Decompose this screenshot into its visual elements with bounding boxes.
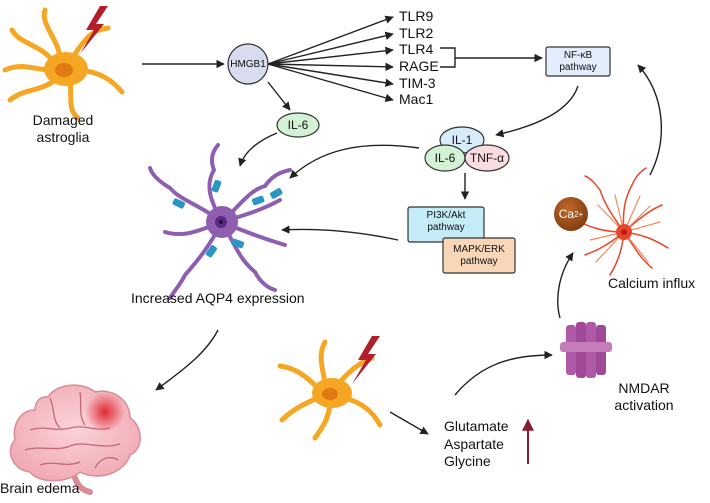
amino-glycine: Glycine xyxy=(444,453,491,469)
receptor-rage: RAGE xyxy=(399,58,439,74)
mapk-box xyxy=(442,237,516,274)
il1-label: IL-1 xyxy=(451,133,473,147)
calcium-ion xyxy=(554,197,588,231)
receptor-mac1: Mac1 xyxy=(399,91,434,107)
calcium-cell xyxy=(579,167,669,276)
receptor-tim3: TIM-3 xyxy=(399,75,436,91)
astroglia-cell-bottom xyxy=(277,339,383,441)
pi3k-label: PI3K/Akt pathway xyxy=(426,210,466,233)
brain-edema-label: Brain edema xyxy=(0,480,80,496)
il6-label: IL-6 xyxy=(434,151,456,165)
lightning-icon xyxy=(352,336,380,384)
tnf-node xyxy=(464,144,510,172)
calcium-charge-text: 2+ xyxy=(574,209,584,219)
calcium-ion-text: Ca xyxy=(558,207,575,221)
neuron-aqp4 xyxy=(148,143,292,300)
amino-aspartate: Aspartate xyxy=(444,436,504,452)
receptor-tlr4: TLR4 xyxy=(399,41,434,57)
aqp4-label: Increased AQP4 expression xyxy=(131,290,305,306)
tnf-label: TNF-α xyxy=(469,151,505,165)
lightning-icon xyxy=(80,6,108,54)
damaged-astroglia-label: Damaged astroglia xyxy=(32,112,94,145)
mapk-label: MAPK/ERK pathway xyxy=(453,243,505,267)
arrows xyxy=(142,15,663,435)
receptor-tlr9: TLR9 xyxy=(399,8,434,24)
hmgb1-label: HMGB1 xyxy=(230,58,266,70)
il6-small-node xyxy=(276,112,320,138)
calcium-influx-label: Calcium influx xyxy=(608,275,696,291)
nmdar-label: NMDAR activation xyxy=(614,380,674,413)
amino-glutamate: Glutamate xyxy=(444,418,509,434)
nfkb-label: NF-κB pathway xyxy=(559,49,597,73)
receptor-tlr2: TLR2 xyxy=(399,25,434,41)
nfkb-box xyxy=(545,46,611,77)
nmdar-receptor xyxy=(560,322,612,378)
il6-small-label: IL-6 xyxy=(287,118,309,132)
brain-illustration xyxy=(9,384,141,495)
damaged-astroglia-cell xyxy=(2,7,125,121)
